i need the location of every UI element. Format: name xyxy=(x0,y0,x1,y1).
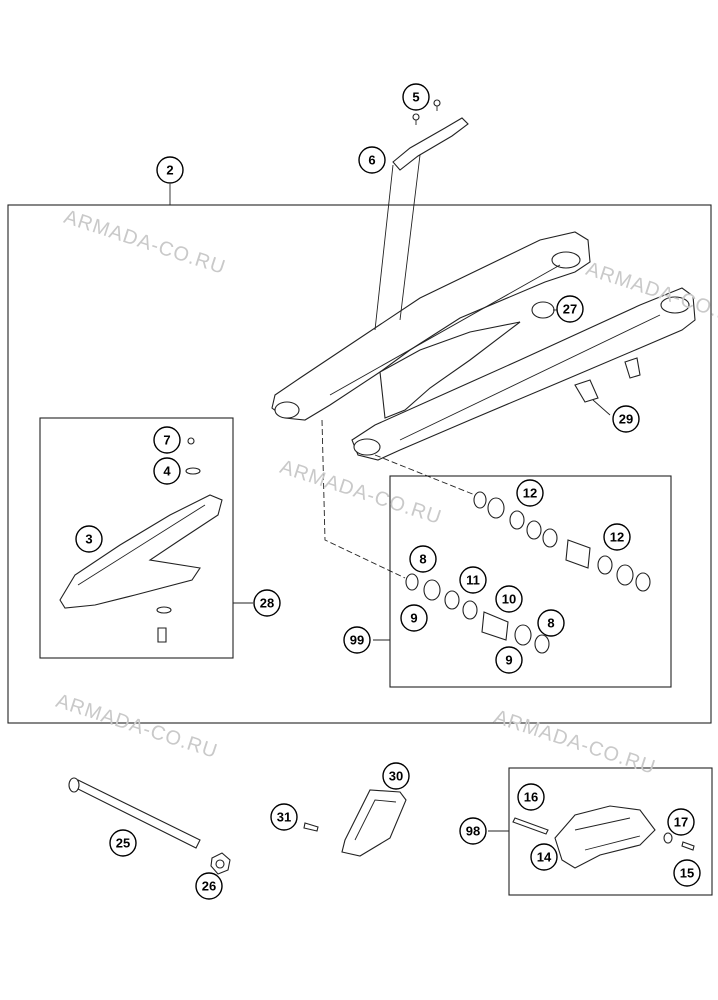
swingarm xyxy=(271,231,696,461)
swingarm-group-frame xyxy=(7,204,712,724)
chain-guide-group-frame xyxy=(508,767,713,896)
callout-8b: 8 xyxy=(537,609,565,637)
svg-text:9: 9 xyxy=(410,611,417,626)
svg-text:17: 17 xyxy=(674,815,688,830)
callout-25: 25 xyxy=(109,829,137,857)
svg-text:8: 8 xyxy=(547,616,554,631)
svg-text:4: 4 xyxy=(163,464,171,479)
svg-text:27: 27 xyxy=(563,302,577,317)
svg-text:10: 10 xyxy=(502,592,516,607)
callout-98: 98 xyxy=(459,817,487,845)
chain-slider-top-guide-line xyxy=(374,154,421,331)
chain-slider-group-frame xyxy=(39,417,234,659)
chain-slider-top xyxy=(392,99,469,171)
svg-text:14: 14 xyxy=(537,850,552,865)
svg-text:25: 25 xyxy=(116,836,130,851)
svg-text:16: 16 xyxy=(524,790,538,805)
svg-text:99: 99 xyxy=(350,633,364,648)
callout-4: 4 xyxy=(153,457,181,485)
svg-text:9: 9 xyxy=(505,653,512,668)
callout-30: 30 xyxy=(382,762,410,790)
callout-16: 16 xyxy=(517,783,545,811)
svg-text:30: 30 xyxy=(389,769,403,784)
callout-12a: 12 xyxy=(516,479,544,507)
svg-text:3: 3 xyxy=(85,532,92,547)
callout-17: 17 xyxy=(667,808,695,836)
bushing-27 xyxy=(531,301,555,319)
pivot-guide-lines xyxy=(321,419,476,579)
callout-26: 26 xyxy=(195,872,223,900)
chain-guide xyxy=(512,805,695,869)
bearing-kit-parts xyxy=(405,491,651,654)
svg-text:31: 31 xyxy=(277,810,291,825)
callout-7: 7 xyxy=(153,426,181,454)
swingarm-axle xyxy=(68,777,201,849)
callout-14: 14 xyxy=(530,843,558,871)
svg-text:28: 28 xyxy=(260,596,274,611)
svg-text:12: 12 xyxy=(523,486,537,501)
callout-10: 10 xyxy=(495,585,523,613)
callout-5: 5 xyxy=(402,83,430,111)
callout-12b: 12 xyxy=(603,523,631,551)
svg-text:11: 11 xyxy=(466,573,480,588)
svg-text:6: 6 xyxy=(368,153,375,168)
callout-11: 11 xyxy=(459,566,487,594)
svg-text:7: 7 xyxy=(163,433,170,448)
callout-9a: 9 xyxy=(400,604,428,632)
svg-text:8: 8 xyxy=(419,552,426,567)
svg-text:2: 2 xyxy=(166,163,173,178)
svg-text:5: 5 xyxy=(412,90,419,105)
callout-2: 2 xyxy=(156,156,184,184)
callout-99: 99 xyxy=(343,626,371,654)
callout-15: 15 xyxy=(673,859,701,887)
svg-text:15: 15 xyxy=(680,866,694,881)
axle-nut xyxy=(210,852,231,875)
callout-27: 27 xyxy=(556,295,584,323)
chain-guard xyxy=(303,789,407,857)
callout-9b: 9 xyxy=(495,646,523,674)
lead-29 xyxy=(592,399,611,416)
bearing-kit-group-frame xyxy=(389,475,672,688)
callout-3: 3 xyxy=(75,525,103,553)
svg-text:29: 29 xyxy=(619,412,633,427)
svg-text:26: 26 xyxy=(202,879,216,894)
callout-6: 6 xyxy=(358,146,386,174)
callout-31: 31 xyxy=(270,803,298,831)
svg-text:98: 98 xyxy=(466,824,480,839)
callout-29: 29 xyxy=(612,405,640,433)
callout-8a: 8 xyxy=(409,545,437,573)
chain-slider xyxy=(59,437,223,643)
svg-text:12: 12 xyxy=(610,530,624,545)
callout-28: 28 xyxy=(253,589,281,617)
